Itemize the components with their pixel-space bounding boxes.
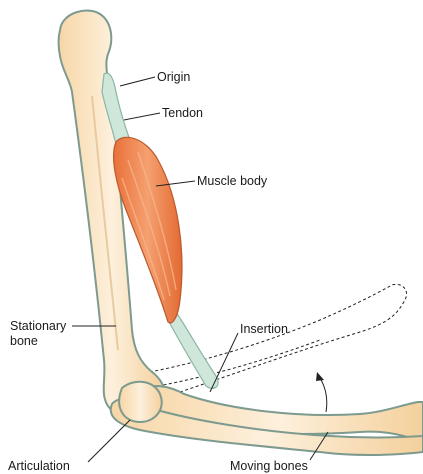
raised-forearm-inner-outline xyxy=(158,340,320,386)
insertion-tendon xyxy=(168,312,218,388)
label-insertion: Insertion xyxy=(240,322,288,336)
flexion-arrow xyxy=(320,378,327,412)
insertion-leader xyxy=(210,333,238,392)
label-stationary-bone: Stationary xyxy=(10,319,67,333)
label-origin: Origin xyxy=(157,70,190,84)
flexion-arrowhead xyxy=(316,372,324,381)
label-moving-bones: Moving bones xyxy=(230,459,308,473)
label-stationary-bone-2: bone xyxy=(10,334,38,348)
label-articulation: Articulation xyxy=(8,459,70,473)
label-muscle-body: Muscle body xyxy=(197,174,268,188)
label-tendon: Tendon xyxy=(162,106,203,120)
origin-leader xyxy=(120,77,155,86)
tendon-leader xyxy=(124,113,160,120)
elbow-joint xyxy=(119,382,162,422)
articulation-leader xyxy=(88,420,130,462)
